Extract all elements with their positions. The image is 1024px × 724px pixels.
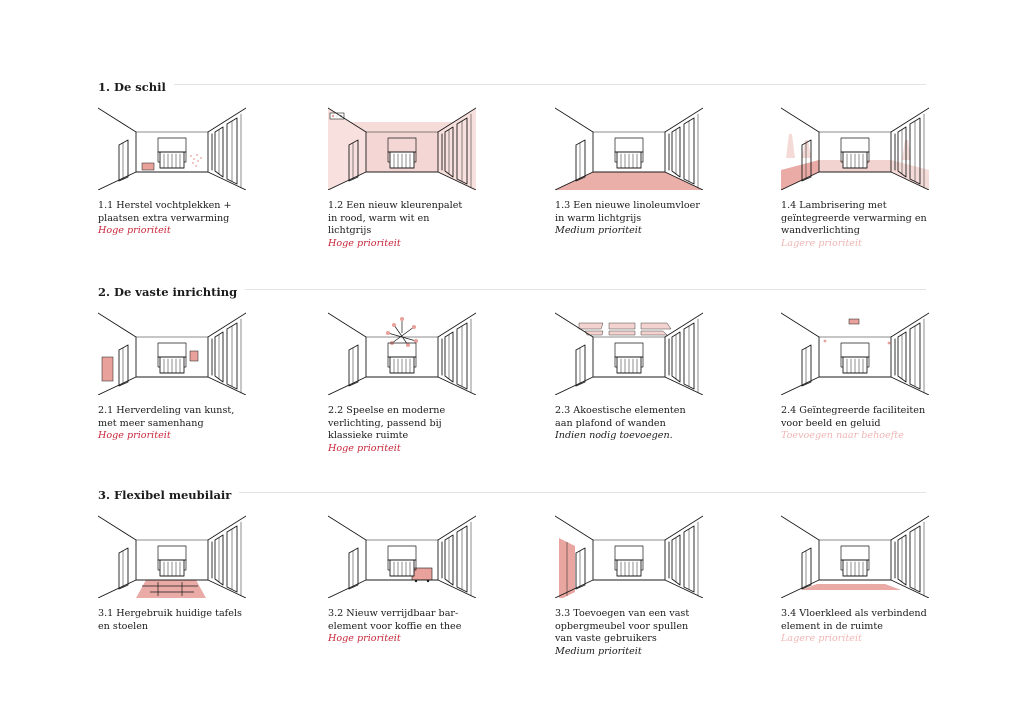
caption-line: 2.3 Akoestische elementen [555, 405, 686, 416]
caption-line: 1.3 Een nieuwe linoleumvloer [555, 200, 700, 211]
caption-line: van vaste gebruikers [555, 633, 657, 645]
room-art-icon [98, 312, 246, 395]
priority-label: Lagere prioriteit [781, 633, 862, 645]
measure-caption: 1.1 Herstel vochtplekken +plaatsen extra… [98, 200, 268, 238]
section-divider [98, 84, 926, 85]
priority-label: Medium prioriteit [555, 645, 642, 657]
caption-line: 2.1 Herverdeling van kunst, [98, 405, 235, 416]
caption-line: klassieke ruimte [328, 430, 409, 442]
priority-label: Hoge prioriteit [328, 442, 401, 454]
caption-line: 1.4 Lambrisering met [781, 200, 887, 211]
room-lighting-icon [328, 312, 476, 395]
room-storage-icon [555, 515, 703, 598]
priority-label: Toevoegen naar behoefte [781, 430, 904, 442]
section: 3. Flexibel meubilair 3.1 Hergebruik hui… [98, 484, 929, 674]
section: 2. De vaste inrichting 2.1 Herverdeling … [98, 281, 929, 471]
caption-line: 3.2 Nieuw verrijdbaar bar- [328, 608, 459, 619]
caption-line: 3.4 Vloerkleed als verbindend [781, 608, 927, 619]
caption-line: in warm lichtgrijs [555, 212, 642, 224]
caption-line: 3.1 Hergebruik huidige tafels [98, 608, 242, 619]
priority-label: Lagere prioriteit [781, 237, 862, 249]
room-damp-repair-icon [98, 107, 246, 190]
priority-label: Indien nodig toevoegen. [555, 430, 673, 442]
caption-line: element voor koffie en thee [328, 620, 462, 632]
section-header: 1. De schil [98, 76, 926, 95]
priority-label: Hoge prioriteit [98, 225, 171, 237]
caption-line: in rood, warm wit en [328, 212, 430, 224]
caption-line: element in de ruimte [781, 620, 883, 632]
room-rug-icon [781, 515, 929, 598]
room-wainscoting-icon [781, 107, 929, 190]
caption-line: verlichting, passend bij [328, 417, 442, 429]
section-title: 3. Flexibel meubilair [98, 487, 240, 503]
measure-caption: 3.2 Nieuw verrijdbaar bar-element voor k… [328, 608, 498, 646]
caption-line: 2.2 Speelse en moderne [328, 405, 446, 416]
section-title: 1. De schil [98, 79, 174, 95]
caption-line: aan plafond of wanden [555, 417, 666, 429]
priority-label: Hoge prioriteit [328, 633, 401, 645]
section: 1. De schil 1.1 Herstel vochtplekken +pl… [98, 76, 929, 266]
caption-line: wandverlichting [781, 225, 860, 237]
room-acoustic-icon [555, 312, 703, 395]
caption-line: lichtgrijs [328, 225, 372, 237]
section-divider [98, 492, 926, 493]
priority-label: Hoge prioriteit [98, 430, 171, 442]
priority-label: Hoge prioriteit [328, 237, 401, 249]
caption-line: 1.2 Een nieuw kleurenpalet [328, 200, 463, 211]
priority-label: Medium prioriteit [555, 225, 642, 237]
caption-line: 2.4 Geïntegreerde faciliteiten [781, 405, 926, 416]
room-tables-icon [98, 515, 246, 598]
caption-line: 1.1 Herstel vochtplekken + [98, 200, 232, 211]
room-color-palette-icon [328, 107, 476, 190]
caption-line: plaatsen extra verwarming [98, 212, 230, 224]
room-av-icon [781, 312, 929, 395]
room-bar-icon [328, 515, 476, 598]
section-divider [98, 289, 926, 290]
caption-line: geïntegreerde verwarming en [781, 212, 927, 224]
caption-line: opbergmeubel voor spullen [555, 620, 689, 632]
caption-line: 3.3 Toevoegen van een vast [555, 608, 690, 619]
section-header: 3. Flexibel meubilair [98, 484, 926, 503]
room-linoleum-floor-icon [555, 107, 703, 190]
section-header: 2. De vaste inrichting [98, 281, 926, 300]
section-title: 2. De vaste inrichting [98, 284, 246, 300]
caption-line: en stoelen [98, 620, 149, 632]
caption-line: met meer samenhang [98, 417, 204, 429]
measure-caption: 2.1 Herverdeling van kunst,met meer same… [98, 405, 268, 443]
caption-line: voor beeld en geluid [781, 417, 881, 429]
